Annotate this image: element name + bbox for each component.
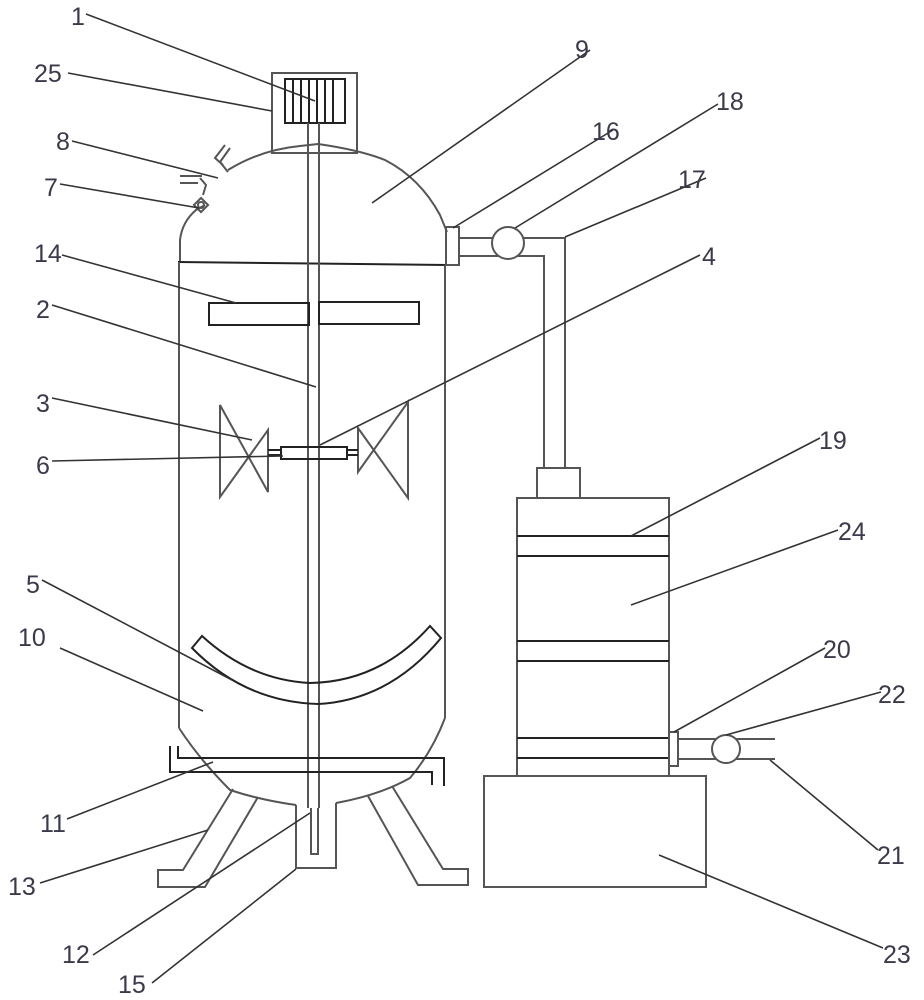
motor: [284, 78, 346, 124]
label-13: 13: [8, 873, 36, 901]
leader-lines: [39, 13, 884, 984]
support-ring: [169, 746, 445, 786]
arc-scraper: [190, 624, 443, 706]
tank-top-dome: [177, 142, 448, 266]
label-11: 11: [40, 810, 66, 838]
label-17: 17: [678, 166, 706, 194]
label-5: 5: [26, 571, 40, 599]
label-12: 12: [62, 941, 90, 969]
label-19: 19: [819, 427, 847, 455]
label-7: 7: [44, 174, 58, 202]
left-leg: [157, 788, 259, 888]
motor-housing: [271, 72, 358, 154]
label-8: 8: [56, 128, 70, 156]
label-2: 2: [36, 296, 50, 324]
label-18: 18: [716, 88, 744, 116]
label-15: 15: [118, 971, 146, 999]
label-10: 10: [18, 624, 46, 652]
component-labels: 1 3 2 4 5 6 7 8 9 10 11 12 13 14 15 16 1…: [8, 3, 911, 999]
label-6: 6: [36, 452, 50, 480]
label-25: 25: [34, 60, 62, 88]
label-3: 3: [36, 390, 50, 418]
label-16: 16: [592, 118, 620, 146]
stirring-shaft: [307, 123, 320, 808]
label-1: 1: [71, 3, 85, 31]
label-14: 14: [34, 240, 62, 268]
label-20: 20: [823, 636, 851, 664]
drain-valve: [711, 734, 741, 764]
label-21: 21: [877, 842, 905, 870]
discharge-inner-tube: [310, 808, 319, 855]
condenser-pipe: [459, 237, 566, 468]
label-9: 9: [575, 36, 589, 64]
exhaust-vent: [180, 144, 231, 196]
mixing-blade-left: [219, 404, 269, 501]
base-box: [483, 775, 707, 888]
right-leg: [367, 785, 469, 886]
blade-hub: [280, 446, 348, 460]
discharge-outlet: [295, 803, 337, 869]
label-22: 22: [878, 681, 906, 709]
outlet-flange: [445, 226, 460, 266]
collector-inlet: [536, 467, 581, 499]
mixing-blade-right: [357, 398, 409, 502]
drain-flange: [668, 731, 679, 767]
upper-paddle: [208, 301, 420, 326]
label-23: 23: [883, 941, 911, 969]
label-24: 24: [838, 518, 866, 546]
pipe-valve: [491, 226, 525, 260]
collector-tank: [516, 497, 670, 777]
connecting-arm: [268, 449, 358, 456]
tank-body: [178, 262, 446, 806]
label-4: 4: [702, 243, 716, 271]
